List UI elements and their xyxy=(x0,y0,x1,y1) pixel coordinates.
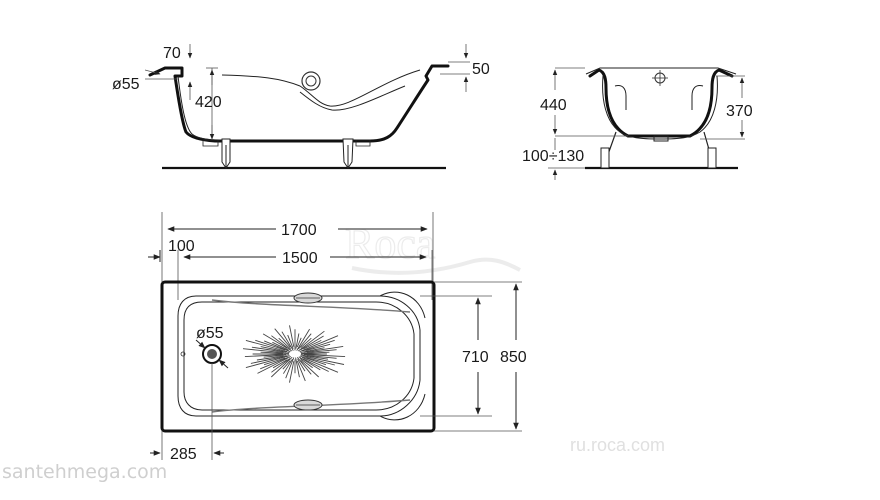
plan-dim-285: 285 xyxy=(170,446,197,463)
end-legs xyxy=(600,131,717,169)
end-dim-440: 440 xyxy=(540,97,567,114)
plan-dim-100: 100 xyxy=(168,238,195,255)
end-inner-ridges xyxy=(614,85,704,110)
plan-view: 1700 100 1500 ø55 710 850 285 xyxy=(148,212,527,463)
end-tub-outline xyxy=(588,68,734,138)
svg-text:Roca: Roca xyxy=(345,219,435,268)
plan-dim-710: 710 xyxy=(462,349,489,366)
side-tub-outline xyxy=(148,64,450,143)
plan-dim-850: 850 xyxy=(500,349,527,366)
plan-dim-drain: ø55 xyxy=(196,325,224,342)
end-view: 440 370 100÷130 xyxy=(522,67,753,180)
end-drain-icon xyxy=(652,70,668,86)
roca-logo-watermark: Roca xyxy=(344,218,521,275)
side-groove xyxy=(221,69,421,107)
plan-dim-1700: 1700 xyxy=(281,222,317,239)
side-drain-icon xyxy=(301,71,321,91)
side-view: 70 ø55 420 50 xyxy=(112,44,490,170)
site-watermark: santehmega.com xyxy=(2,461,167,483)
anti-slip-pattern xyxy=(242,325,346,383)
end-dim-feet: 100÷130 xyxy=(522,148,584,165)
side-dim-50: 50 xyxy=(472,61,490,78)
handle-top-icon xyxy=(293,292,323,304)
roca-url-watermark: ru.roca.com xyxy=(570,435,665,455)
side-dim-drain: ø55 xyxy=(112,76,140,93)
side-dim-70: 70 xyxy=(163,45,181,62)
end-dim-370: 370 xyxy=(726,103,753,120)
handle-bottom-icon xyxy=(293,399,323,411)
side-legs xyxy=(202,138,371,169)
plan-groove-top xyxy=(211,299,411,313)
plan-dim-1500: 1500 xyxy=(282,250,318,267)
side-dim-420: 420 xyxy=(195,94,222,111)
plan-drain-icon xyxy=(202,344,222,364)
plan-outer-rim xyxy=(160,280,436,433)
